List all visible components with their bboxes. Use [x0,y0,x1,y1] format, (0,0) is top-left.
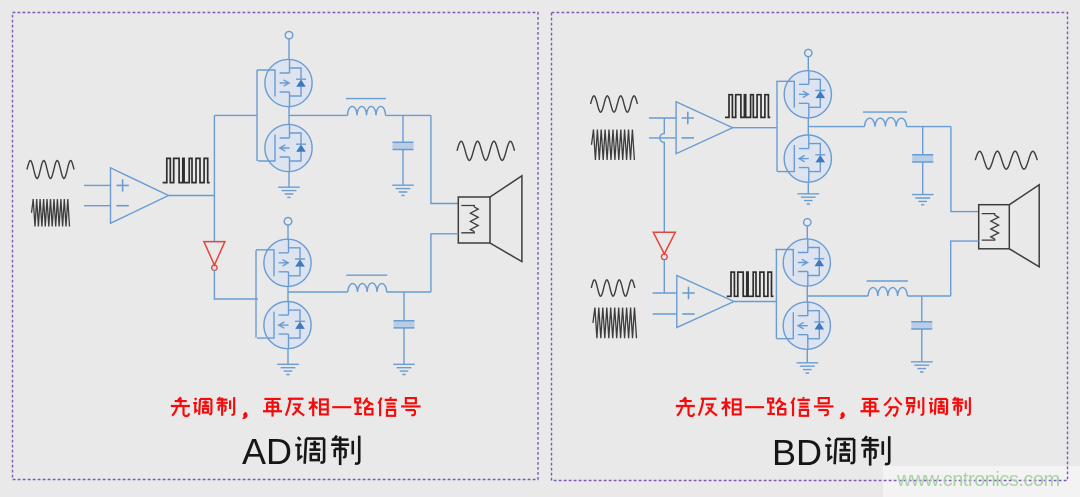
svg-text:www.cntronics.com: www.cntronics.com [896,469,1060,491]
svg-text:AD: AD [242,431,292,472]
svg-text:BD: BD [772,432,822,473]
